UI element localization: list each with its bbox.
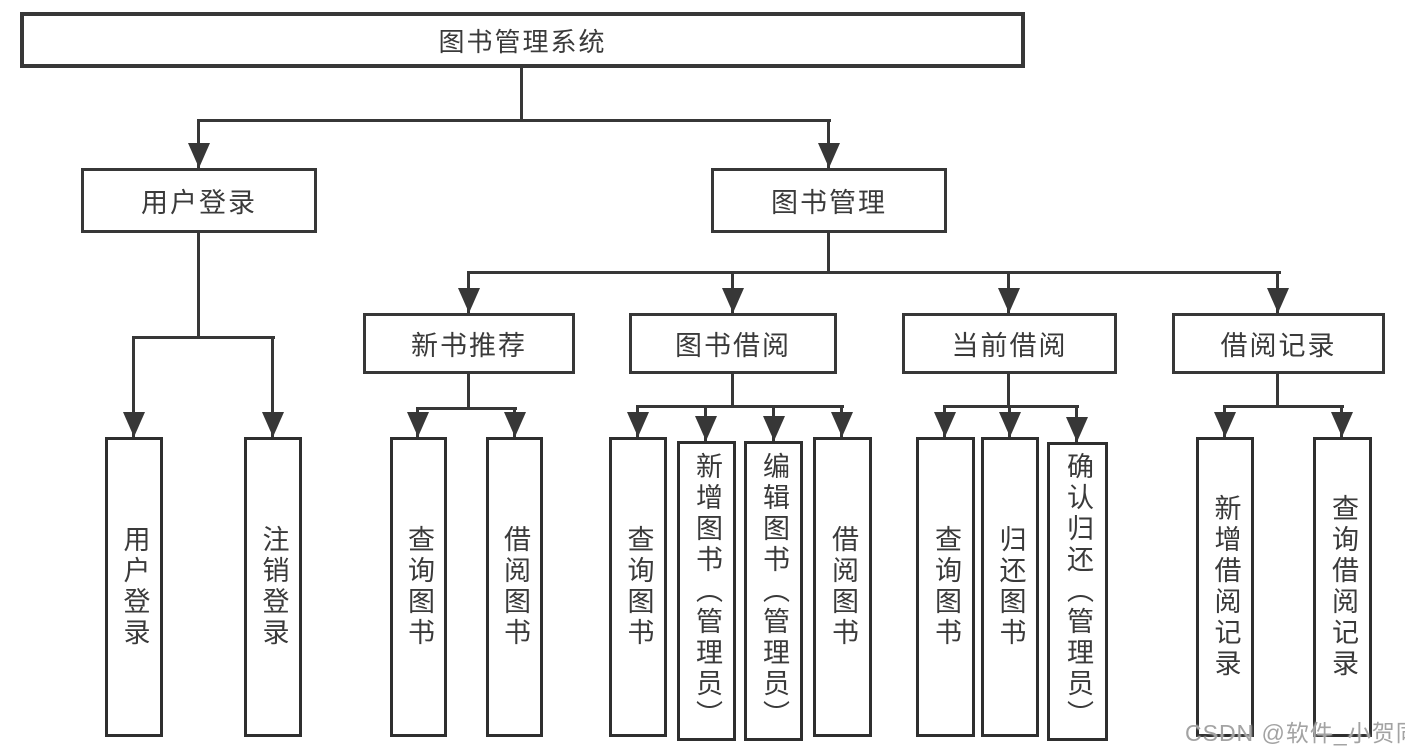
arrow-down-icon	[818, 143, 840, 168]
arrow-down-icon	[1267, 288, 1289, 313]
node-label: 当前借阅	[951, 331, 1068, 361]
arrow-down-icon	[722, 288, 744, 313]
leaf-logout-login: 注销登录	[244, 437, 302, 737]
node-label: 图书管理系统	[438, 26, 607, 57]
node-book-borrow: 图书借阅	[629, 313, 837, 374]
leaf-label: 确认归还（管理员）	[1063, 452, 1093, 731]
leaf-label: 编辑图书（管理员）	[759, 451, 789, 731]
leaf-label: 归还图书	[995, 525, 1026, 649]
leaf-borrow-books: 借阅图书	[813, 437, 872, 737]
arrow-down-icon	[934, 412, 956, 437]
leaf-label: 借阅图书	[500, 525, 530, 649]
arrow-down-icon	[695, 416, 717, 441]
leaf-label: 查询图书	[931, 525, 961, 649]
connector-line	[731, 374, 734, 406]
connector-line	[132, 337, 135, 437]
leaf-query-books-borrow: 查询图书	[609, 437, 667, 737]
connector-line	[271, 337, 274, 437]
leaf-label: 用户登录	[119, 525, 150, 649]
leaf-add-borrow-record: 新增借阅记录	[1196, 437, 1254, 737]
node-current-borrow: 当前借阅	[902, 313, 1117, 374]
connector-line	[197, 233, 200, 337]
arrow-down-icon	[407, 412, 429, 437]
leaf-query-books-recommend: 查询图书	[390, 437, 447, 737]
arrow-down-icon	[123, 412, 145, 437]
leaf-confirm-return-admin: 确认归还（管理员）	[1047, 442, 1108, 741]
connector-line	[827, 233, 830, 272]
leaf-edit-books-admin: 编辑图书（管理员）	[744, 441, 803, 741]
node-library-management-system: 图书管理系统	[20, 12, 1025, 68]
leaf-label: 查询图书	[404, 525, 434, 649]
arrow-down-icon	[188, 143, 210, 168]
node-label: 图书借阅	[675, 331, 791, 361]
leaf-label: 查询借阅记录	[1328, 494, 1358, 680]
node-new-book-recommend: 新书推荐	[363, 313, 575, 374]
node-user-login: 用户登录	[81, 168, 317, 233]
leaf-query-borrow-record: 查询借阅记录	[1313, 437, 1372, 737]
node-borrow-records: 借阅记录	[1172, 313, 1385, 374]
arrow-down-icon	[1331, 412, 1353, 437]
arrow-down-icon	[999, 412, 1021, 437]
leaf-label: 新增图书（管理员）	[692, 451, 722, 731]
node-label: 图书管理	[771, 188, 887, 218]
arrow-down-icon	[627, 412, 649, 437]
connector-line	[1223, 405, 1344, 408]
leaf-label: 注销登录	[258, 525, 289, 649]
node-book-management: 图书管理	[711, 168, 947, 233]
arrow-down-icon	[763, 416, 785, 441]
arrow-down-icon	[998, 288, 1020, 313]
node-label: 借阅记录	[1220, 331, 1337, 361]
csdn-watermark: CSDN @软件_小贺同学	[1185, 720, 1405, 746]
arrow-down-icon	[458, 288, 480, 313]
connector-line	[1007, 374, 1010, 406]
connector-line	[520, 68, 523, 120]
leaf-add-books-admin: 新增图书（管理员）	[677, 441, 736, 741]
connector-line	[416, 407, 517, 410]
node-label: 用户登录	[141, 188, 257, 218]
leaf-label: 新增借阅记录	[1210, 494, 1241, 680]
leaf-query-books-current: 查询图书	[916, 437, 975, 737]
leaf-user-login: 用户登录	[105, 437, 163, 737]
arrow-down-icon	[262, 412, 284, 437]
leaf-label: 借阅图书	[828, 525, 858, 649]
connector-line	[943, 405, 1079, 408]
connector-line	[636, 405, 844, 408]
connector-line	[197, 119, 831, 122]
arrow-down-icon	[504, 412, 526, 437]
connector-line	[132, 336, 275, 339]
connector-line	[1276, 374, 1279, 406]
arrow-down-icon	[1214, 412, 1236, 437]
leaf-borrow-books-recommend: 借阅图书	[486, 437, 543, 737]
arrow-down-icon	[1066, 417, 1088, 442]
connector-line	[467, 374, 470, 408]
leaf-return-books: 归还图书	[981, 437, 1039, 737]
arrow-down-icon	[831, 412, 853, 437]
leaf-label: 查询图书	[623, 525, 654, 649]
connector-line	[467, 271, 1281, 274]
node-label: 新书推荐	[411, 331, 527, 361]
